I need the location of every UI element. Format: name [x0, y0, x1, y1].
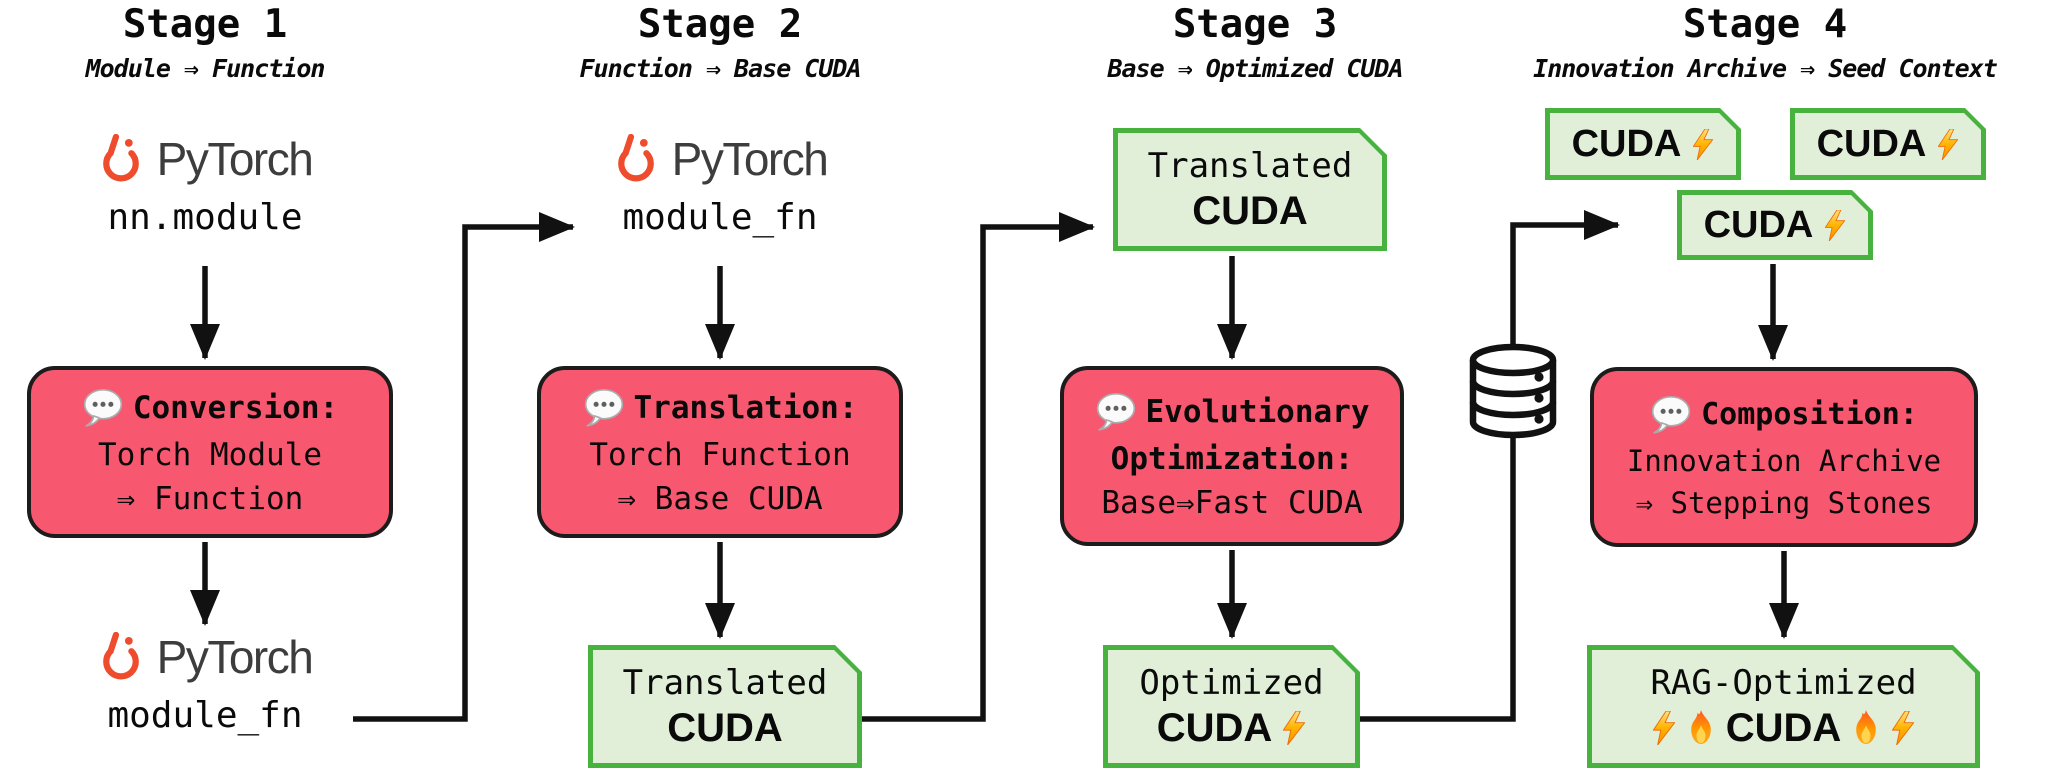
stage2-output-line2: CUDA — [667, 705, 783, 750]
fire-icon — [1686, 710, 1716, 746]
stage2-process-line1: Torch Function — [589, 437, 851, 473]
stage3-process-box: Evolutionary Optimization: Base⇒Fast CUD… — [1060, 366, 1404, 546]
pytorch-flame-icon — [98, 632, 144, 682]
stage3-process-title-line2: Optimization: — [1110, 441, 1354, 477]
fire-icon — [1851, 710, 1881, 746]
lightning-bolt-icon — [1937, 129, 1959, 160]
archive-chip-1: CUDA — [1545, 108, 1741, 180]
stage3-output-doc: Optimized CUDA — [1103, 645, 1360, 768]
speech-balloon-icon — [1650, 396, 1692, 434]
pytorch-flame-icon — [98, 134, 144, 184]
stage3-input-line1: Translated — [1147, 145, 1353, 186]
chip-label: CUDA — [1816, 123, 1927, 165]
stage2-process-box: Translation: Torch Function ⇒ Base CUDA — [537, 366, 903, 538]
pytorch-logo-row: PyTorch — [613, 133, 829, 185]
pytorch-logo-row: PyTorch — [98, 133, 314, 185]
stage3-input-doc: Translated CUDA — [1113, 128, 1387, 251]
doc-fill — [1592, 650, 1975, 763]
stage4-output-cuda: CUDA — [1725, 705, 1842, 750]
stage3-process-line1: Base⇒Fast CUDA — [1101, 485, 1363, 521]
speech-balloon-icon — [82, 389, 124, 427]
stage2-process-title: Translation: — [633, 389, 858, 426]
doc-fill — [593, 650, 857, 763]
pytorch-logo-row: PyTorch — [98, 631, 314, 683]
stage4-title: Stage 4 — [1682, 2, 1848, 47]
stage1-output-label: module_fn — [107, 695, 303, 736]
pytorch-wordmark: PyTorch — [156, 133, 314, 185]
pytorch-wordmark: PyTorch — [671, 133, 829, 185]
stage2-process-line2: ⇒ Base CUDA — [617, 481, 823, 517]
stage1-process-box: Conversion: Torch Module ⇒ Function — [27, 366, 393, 538]
stage4-process-line1: Innovation Archive — [1626, 444, 1942, 478]
stage3-process-title-line1: Evolutionary — [1145, 393, 1370, 430]
stage4-subtitle: Innovation Archive ⇒ Seed Context — [1533, 53, 1998, 83]
stage1-input-label: nn.module — [107, 197, 303, 238]
stage4-process-title: Composition: — [1701, 397, 1918, 432]
stage1-process-title: Conversion: — [132, 389, 339, 426]
stage2-output-doc: Translated CUDA — [588, 645, 862, 768]
stage3-input-line2: CUDA — [1192, 188, 1308, 233]
chip-label: CUDA — [1703, 204, 1814, 246]
stage4-process-line2: ⇒ Stepping Stones — [1635, 486, 1933, 520]
stage3-title: Stage 3 — [1172, 2, 1338, 47]
stage3-header: Stage 3 Base ⇒ Optimized CUDA — [995, 2, 1515, 83]
stage2-input-label: module_fn — [622, 197, 818, 238]
stage3-output-line2: CUDA — [1157, 708, 1307, 748]
stage2-header: Stage 2 Function ⇒ Base CUDA — [460, 2, 980, 83]
stage2-output-line1: Translated — [622, 662, 828, 703]
archive-chip-3: CUDA — [1677, 190, 1873, 260]
stage2-process-heading: Translation: — [583, 389, 858, 427]
lightning-bolt-icon — [1652, 711, 1676, 745]
doc-fill — [1118, 133, 1382, 246]
stage1-title: Stage 1 — [122, 2, 288, 47]
stage4-output-line2: CUDA — [1652, 708, 1916, 748]
pytorch-flame-icon — [613, 134, 659, 184]
lightning-bolt-icon — [1824, 210, 1846, 241]
stage3-output-cuda: CUDA — [1156, 705, 1273, 750]
stage1-process-line2: ⇒ Function — [116, 481, 304, 517]
stage1-subtitle: Module ⇒ Function — [85, 53, 326, 83]
stage1-input-node: PyTorch nn.module — [25, 134, 385, 236]
stage4-process-heading: Composition: — [1650, 396, 1918, 434]
stage4-process-box: Composition: Innovation Archive ⇒ Steppi… — [1590, 367, 1978, 547]
stage1-output-node: PyTorch module_fn — [25, 632, 385, 734]
lightning-bolt-icon — [1282, 711, 1306, 745]
stage2-title: Stage 2 — [637, 2, 803, 47]
stage1-process-line1: Torch Module — [98, 437, 322, 473]
stage2-subtitle: Function ⇒ Base CUDA — [579, 53, 861, 83]
stage3-output-line1: Optimized — [1139, 662, 1324, 703]
lightning-bolt-icon — [1692, 129, 1714, 160]
stage3-process-heading: Evolutionary — [1095, 393, 1370, 431]
lightning-bolt-icon — [1891, 711, 1915, 745]
database-icon — [1469, 343, 1557, 439]
archive-chip-2: CUDA — [1790, 108, 1986, 180]
stage1-header: Stage 1 Module ⇒ Function — [0, 2, 465, 83]
speech-balloon-icon — [583, 389, 625, 427]
stage2-input-node: PyTorch module_fn — [540, 134, 900, 236]
chip-label: CUDA — [1571, 123, 1682, 165]
stage4-header: Stage 4 Innovation Archive ⇒ Seed Contex… — [1505, 2, 2025, 83]
stage4-output-line1: RAG-Optimized — [1650, 662, 1917, 703]
stage3-subtitle: Base ⇒ Optimized CUDA — [1107, 53, 1403, 83]
speech-balloon-icon — [1095, 393, 1137, 431]
stage1-process-heading: Conversion: — [82, 389, 338, 427]
doc-fill — [1108, 650, 1355, 763]
pytorch-wordmark: PyTorch — [156, 631, 314, 683]
stage4-output-doc: RAG-Optimized CUDA — [1587, 645, 1980, 768]
